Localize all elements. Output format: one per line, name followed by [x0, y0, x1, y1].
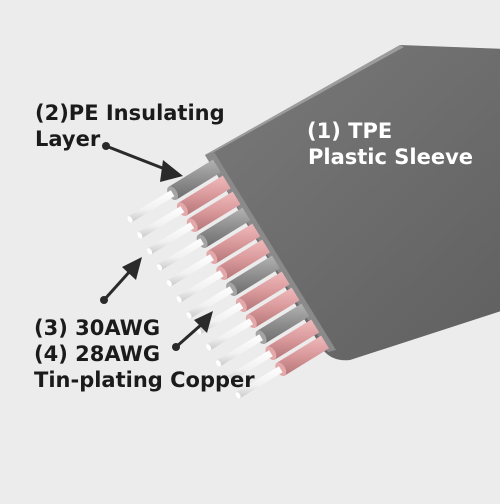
tin-copper-conductor	[226, 350, 273, 383]
pe-label-line-1: (2)PE Insulating	[35, 101, 225, 125]
tin-copper-conductor	[236, 366, 283, 399]
awg30-arrow	[100, 257, 142, 304]
tin-copper-conductor	[216, 334, 263, 367]
tin-copper-conductor-end	[176, 296, 182, 303]
tin-copper-conductor-end	[147, 248, 153, 255]
tin-copper-conductor-end	[137, 232, 143, 239]
pink-insulation	[276, 335, 329, 376]
pink-insulation	[267, 319, 320, 360]
tin-copper-conductor	[138, 206, 185, 239]
pe-arrow	[102, 142, 183, 182]
copper-label-line-1: (3) 30AWG	[34, 316, 161, 340]
gray-insulation	[227, 255, 280, 296]
pink-insulation	[188, 191, 241, 232]
tin-copper-conductor-end	[166, 280, 172, 287]
tin-copper-conductor	[177, 270, 224, 303]
pe-insulating-layer-label: (2)PE Insulating Layer	[35, 100, 225, 152]
tin-copper-conductor-end	[127, 216, 133, 223]
wire-bundle	[127, 159, 329, 399]
pink-insulation	[237, 271, 290, 312]
gray-insulation	[198, 207, 251, 248]
tin-copper-conductor	[157, 238, 204, 271]
tpe-plastic-sleeve-label: (1) TPE Plastic Sleeve	[307, 118, 473, 170]
pe-label-line-2: Layer	[35, 127, 101, 151]
tin-copper-conductor	[147, 222, 195, 255]
awg28-arrow	[172, 311, 213, 351]
tin-copper-conductor-end	[206, 344, 212, 351]
tin-copper-conductor-end	[215, 360, 222, 367]
pink-insulation	[247, 287, 300, 328]
tin-copper-conductor	[187, 286, 234, 319]
gray-insulation	[257, 303, 310, 344]
pink-insulation	[217, 239, 270, 280]
copper-conductor-label: (3) 30AWG (4) 28AWG Tin-plating Copper	[34, 315, 255, 393]
tin-copper-conductor	[206, 318, 254, 351]
tin-copper-conductor	[167, 254, 214, 287]
tpe-label-line-2: Plastic Sleeve	[308, 145, 473, 169]
tpe-sleeve	[205, 45, 500, 361]
tin-copper-conductor-end	[235, 392, 241, 399]
tpe-label-line-1: (1) TPE	[307, 119, 393, 143]
pink-insulation	[178, 175, 231, 216]
pink-insulation	[208, 223, 261, 264]
sleeve-top-edge	[205, 45, 404, 155]
tin-copper-conductor	[128, 190, 175, 223]
tin-copper-conductor-end	[156, 264, 163, 271]
gray-insulation	[168, 159, 221, 200]
tin-copper-conductor-end	[225, 376, 231, 383]
copper-label-line-3: Tin-plating Copper	[34, 368, 255, 392]
tin-copper-conductor-end	[186, 312, 192, 319]
copper-label-line-2: (4) 28AWG	[34, 342, 161, 366]
